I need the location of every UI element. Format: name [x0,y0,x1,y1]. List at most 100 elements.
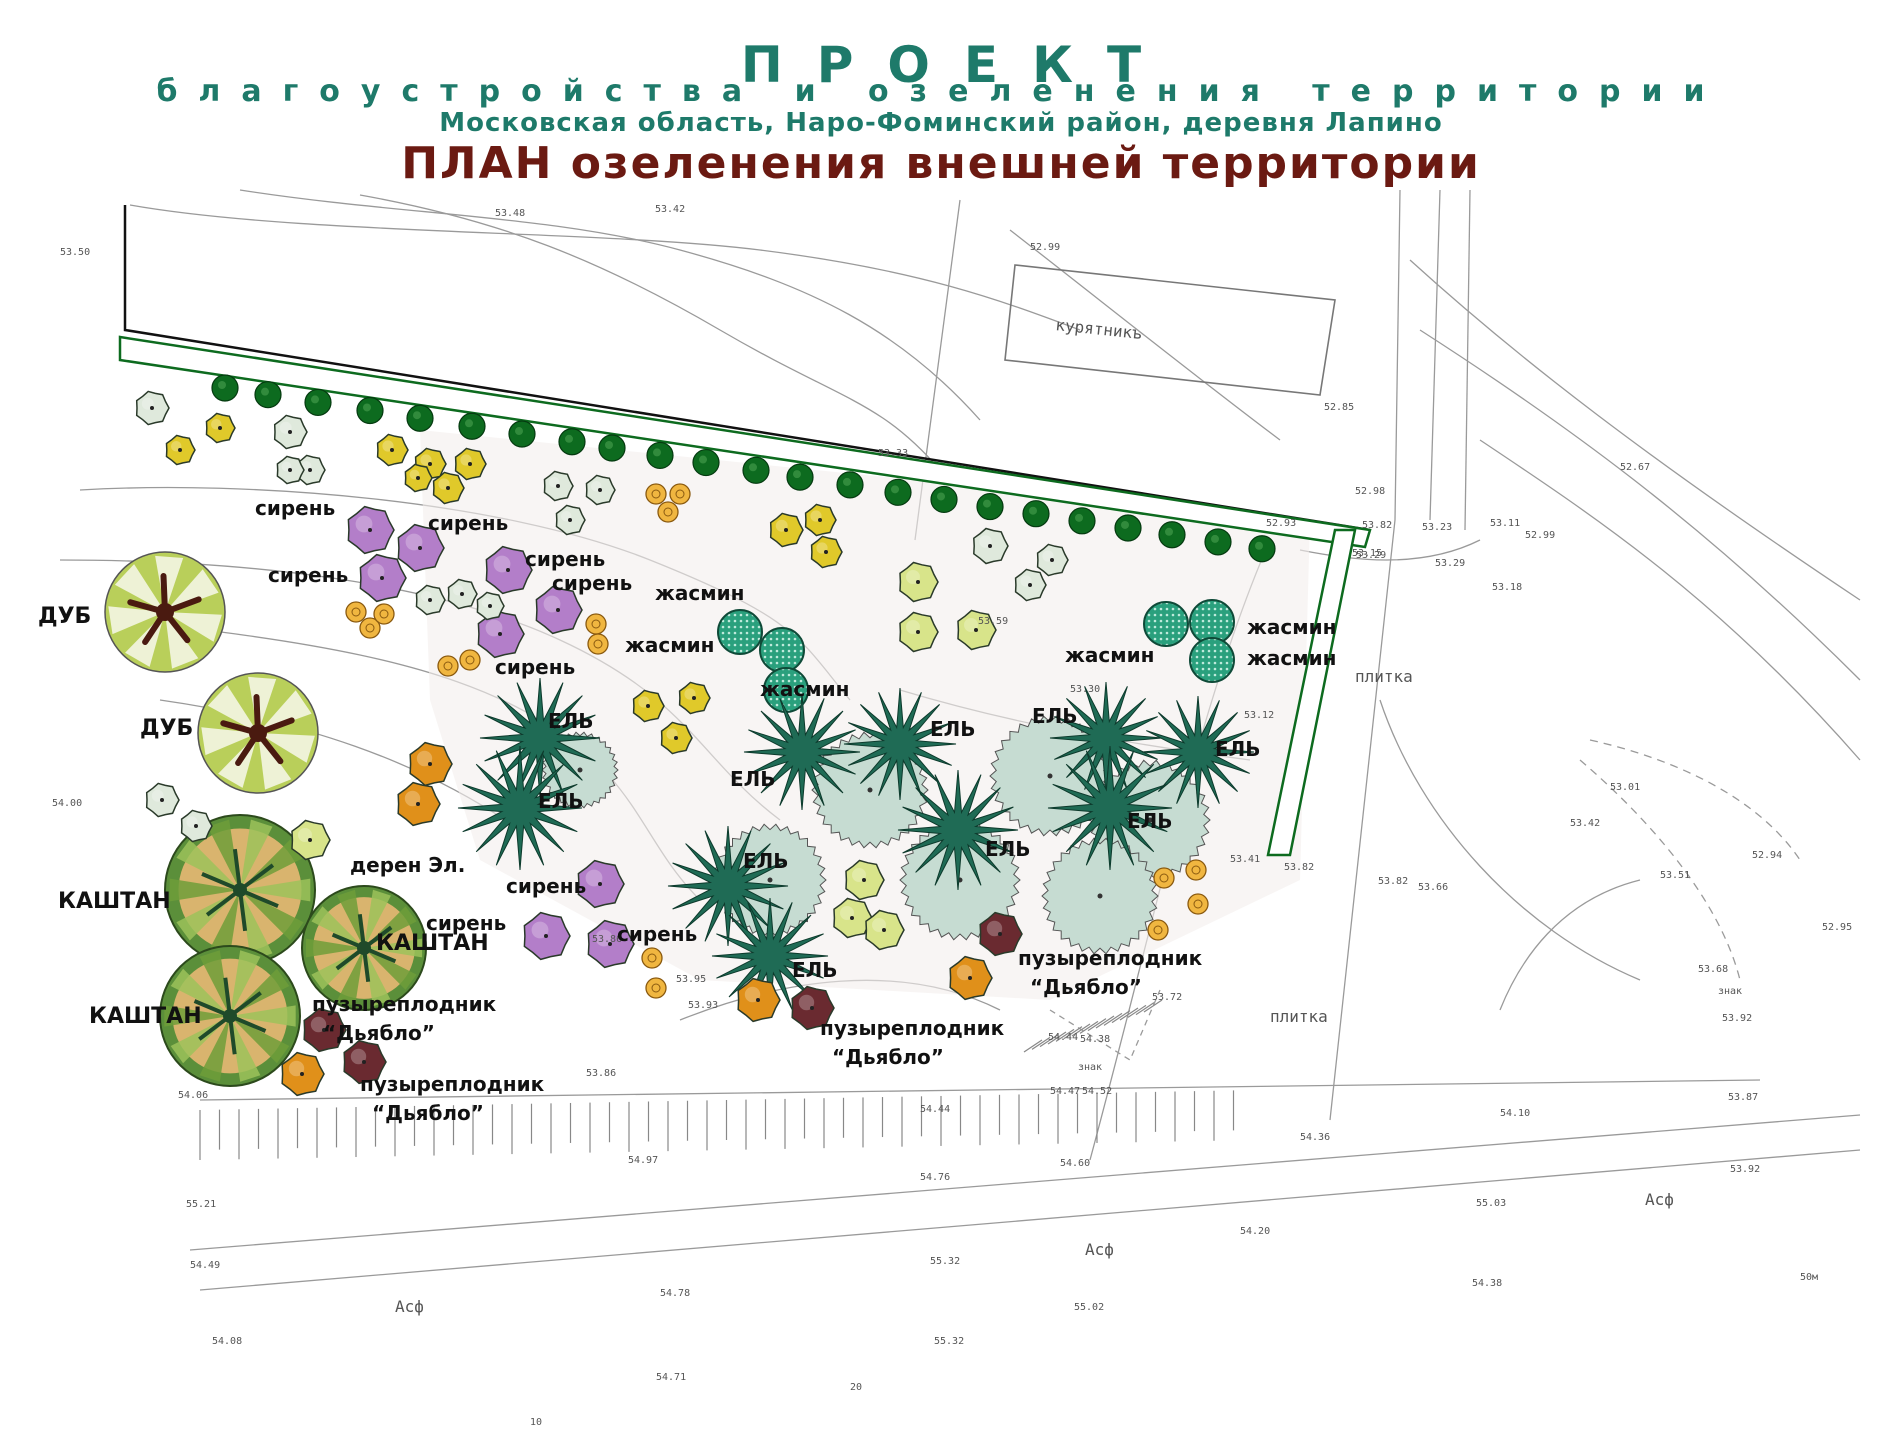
shrub-yellow [632,689,665,723]
shrub-orange [737,977,781,1023]
elevation-mark: 55.32 [930,1256,960,1267]
shrub-pale [180,809,213,843]
elevation-mark: 54.44 [920,1104,950,1115]
elevation-mark: 53.86 [586,1068,616,1079]
shrub-orange [409,741,453,787]
project-title: ПРОЕКТ [740,36,1176,94]
road-label-2: Асф [1085,1240,1114,1259]
spruce-tree [897,769,1019,891]
elevation-mark: 55.03 [1476,1198,1506,1209]
oak-tree [104,551,226,673]
label-phys-4-b: “Дьябло” [1030,975,1142,999]
shrub-lime [833,897,873,939]
hedge-shrub [742,456,770,484]
elevation-mark: 53.86 [592,934,622,945]
border-tick [1119,1007,1139,1021]
hedge-shrub [558,428,586,456]
scale-label: 50м [1800,1272,1818,1283]
label-lilac-1: сирень [255,496,335,520]
hedge-shrub [646,441,674,470]
scale-low: 10 [530,1417,542,1428]
border-tick [1023,1039,1043,1053]
shrub-small [373,603,395,625]
shrub-small [1147,919,1169,941]
sign-elevation: 53.92 [1722,1013,1752,1024]
elevation-mark: 54.97 [628,1155,658,1166]
hedge-shrub [211,374,239,402]
hedge-row [211,374,1276,563]
label-spruce-8: ЕЛЬ [985,837,1031,861]
hedge-shrub [1022,500,1050,528]
elevation-mark: 52.99 [1030,242,1060,253]
shrub-small [587,633,609,655]
elevation-mark: 53.51 [1660,870,1690,881]
label-chestnut-1: КАШТАН [58,889,171,914]
elevation-mark: 53.82 [1378,876,1408,887]
shrub-pale [476,591,505,621]
shrub-lilac [587,919,635,969]
shrub-pale [145,782,180,818]
elevation-mark: 54.38 [1472,1278,1502,1289]
hedge-shrub [836,471,864,499]
label-phys-3-b: “Дьябло” [832,1045,944,1069]
elevation-mark: 53.42 [655,204,685,215]
label-lilac-8: сирень [426,911,506,935]
border-tick [1103,1012,1123,1026]
elevation-mark: 53.48 [495,208,525,219]
shrub-small [645,483,667,505]
elevation-mark: 52.85 [1324,402,1354,413]
label-spruce-7: ЕЛЬ [1127,809,1173,833]
label-lilac-5: сирень [552,571,632,595]
label-phys-3-a: пузыреплодник [820,1016,1005,1040]
border-tick [1095,1015,1115,1029]
border-tick [1071,1023,1091,1037]
label-lilac-7: сирень [506,874,586,898]
label-jasmine-6: жасмин [1247,646,1336,670]
road-label-1: Асф [1645,1190,1674,1209]
label-spruce-4: ЕЛЬ [930,717,976,741]
shrub-lime [291,819,331,861]
elevation-mark: 54.47 [1050,1086,1080,1097]
label-jasmine-2: жасмин [625,633,714,657]
label-spruce-10: ЕЛЬ [792,958,838,982]
shrub-small [641,947,663,969]
shrub-physocarpus [343,1039,387,1085]
hedge-shrub [254,381,282,409]
shrub-pale [135,390,170,426]
sign-label-1: знак [1078,1062,1102,1073]
shrub-small [437,655,459,677]
shrub-jasmine [759,627,805,673]
hedge-shrub [458,412,486,440]
shrub-pale [295,454,326,486]
elevation-mark: 54.44 [1048,1032,1078,1043]
spruce-tree [457,745,583,871]
shrub-lilac [535,585,583,635]
scale-mid: 20 [850,1382,862,1393]
hedge-shrub [508,420,536,448]
shrub-lime [865,909,905,951]
label-lilac-3: сирень [268,563,348,587]
shrub-small [1185,859,1207,881]
elevation-mark: 52.67 [1620,462,1650,473]
path-label-2: плитка [1270,1007,1328,1026]
shrub-lime [899,611,939,653]
shrub-yellow [376,433,409,467]
hedge-shrub [786,463,814,491]
shrub-small [359,617,381,639]
hedge-shrub [884,478,912,506]
shrub-orange [949,955,993,1001]
elevation-mark: 52.98 [1355,486,1385,497]
road-label-3: Асф [395,1297,424,1316]
border-tick [1039,1034,1059,1048]
label-deren: дерен Эл. [350,853,465,877]
spruce-tree [843,687,957,801]
building-label: курятникъ [1055,315,1144,343]
shrub-pale [273,414,308,450]
spruce-tree [1049,681,1163,795]
elevation-mark: 52.94 [1752,850,1782,861]
chestnut-tree [164,814,316,966]
label-jasmine-1: жасмин [655,581,744,605]
oak-tree [197,672,319,794]
label-oak-2: ДУБ [140,716,193,741]
shrub-lilac [577,859,625,909]
